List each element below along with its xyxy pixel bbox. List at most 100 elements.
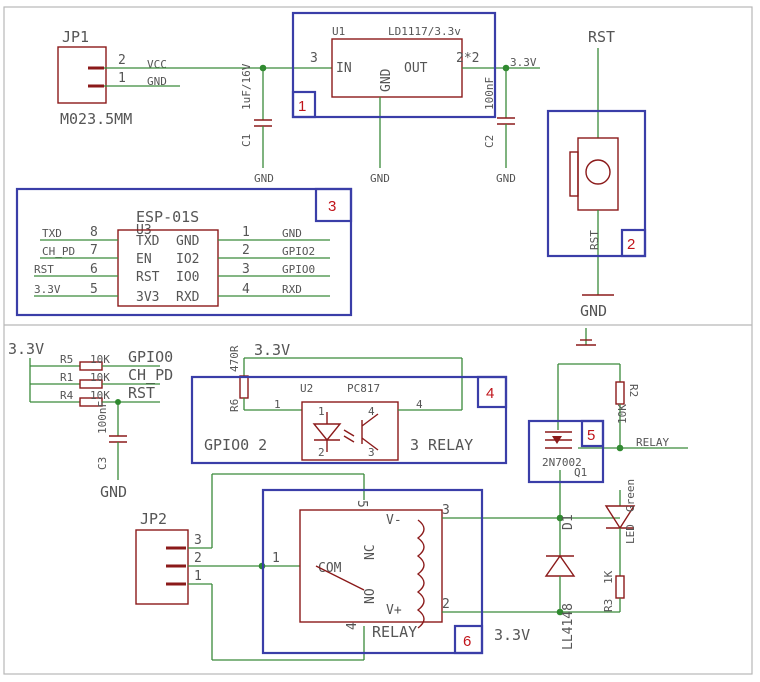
annotation-5: 5 — [587, 427, 595, 444]
relay-pin1: 1 — [272, 551, 280, 566]
capacitor-c3: C3 100nF GND — [96, 399, 127, 501]
annotation-box-6: 6 — [261, 488, 484, 655]
esp01s-module: ESP-01S U3 TXD CH_PD RST 3.3V 8 7 6 5 TX… — [34, 208, 330, 307]
r2-value: 10K — [616, 404, 629, 424]
relay-3v3-label: 3.3V — [494, 626, 530, 644]
relay-com: COM — [318, 561, 342, 576]
relay-k1: 1 COM NC NO 5 4 V- V+ 3 2 RELAY 3.3V — [272, 500, 530, 644]
rst-top-label: RST — [588, 28, 615, 46]
capacitor-c1: C1 1uF/16V GND — [240, 63, 274, 185]
jp1-pin1: 1 — [118, 71, 126, 86]
c2-gnd: GND — [496, 172, 516, 185]
u2-pin1-outer: 1 — [274, 398, 281, 411]
u3-rst: RST — [136, 270, 160, 285]
opto-3v3-label: 3.3V — [254, 341, 290, 359]
u3-pin1: 1 — [242, 225, 250, 240]
u2-part: PC817 — [347, 382, 380, 395]
led-color: Green — [624, 479, 637, 512]
u3-io0: IO0 — [176, 270, 199, 285]
v33-label: 3.3V — [510, 56, 537, 69]
net-3v3: 3.3V — [34, 283, 61, 296]
rst-gnd: GND — [580, 302, 607, 320]
relay-pin4: 4 — [345, 622, 360, 630]
net-rxd: RXD — [282, 283, 302, 296]
relay-no: NO — [363, 588, 378, 604]
capacitor-c2: C2 100nF GND — [483, 68, 516, 185]
jp1-package-label: M023.5MM — [60, 110, 132, 128]
opto-relay-pin3: 3 RELAY — [410, 436, 473, 454]
rst-pin-label: RST — [588, 230, 601, 250]
jp1-connector: JP1 2 1 VCC GND M023.5MM — [57, 28, 167, 128]
u2-pin1: 1 — [318, 405, 325, 418]
u3-pin3: 3 — [242, 262, 250, 277]
jp2-pin1: 1 — [194, 569, 202, 584]
u1-gnd-net: GND — [370, 172, 390, 185]
u2-pin4-outer: 4 — [416, 398, 423, 411]
annotation-box-3: 3 — [15, 187, 353, 317]
u3-pin5: 5 — [90, 282, 98, 297]
net-rst: RST — [34, 263, 54, 276]
annotation-3: 3 — [328, 198, 336, 215]
u1-out: OUT — [404, 61, 428, 76]
jp1-label: JP1 — [62, 28, 89, 46]
r6-value: 470R — [228, 345, 241, 372]
optocoupler-u2: 3.3V R6 470R 1 U2 PC817 1 2 4 3 4 GPIO0 … — [204, 341, 473, 461]
relay-vplus: V+ — [386, 603, 402, 618]
jp2-pin3: 3 — [194, 533, 202, 548]
c2-value: 100nF — [483, 77, 496, 110]
pullup-3v3-label: 3.3V — [8, 340, 44, 358]
u3-txd: TXD — [136, 234, 160, 249]
mosfet-q1: R2 10K RELAY 2N7002 Q1 — [542, 328, 688, 518]
esp-title: ESP-01S — [136, 208, 199, 226]
relay-pin5: 5 — [354, 500, 369, 508]
reset-button-symbol: RST RST GND — [569, 28, 619, 320]
annotation-box-2: 2 — [546, 109, 647, 258]
d1-part: LL4148 — [561, 603, 576, 650]
u1-pin2: 2*2 — [456, 51, 479, 66]
net-txd: TXD — [42, 227, 62, 240]
opto-gpio0-pin2: GPIO0 2 — [204, 436, 267, 454]
u3-pin8: 8 — [90, 225, 98, 240]
pullup-gpio0: GPIO0 — [128, 348, 173, 366]
c3-label: C3 — [96, 457, 109, 470]
annotation-box-1: 1 — [291, 11, 497, 119]
d1-label: D1 — [561, 514, 576, 530]
led-green: LED Green R3 1K — [602, 479, 637, 612]
u1-part: LD1117/3.3v — [388, 25, 461, 38]
u3-pin2: 2 — [242, 243, 250, 258]
c1-value: 1uF/16V — [240, 63, 253, 110]
annotation-2: 2 — [627, 236, 635, 253]
u3-pin6: 6 — [90, 262, 98, 277]
q1-label: Q1 — [574, 466, 587, 479]
net-gpio2: GPIO2 — [282, 245, 315, 258]
u3-pin7: 7 — [90, 243, 98, 258]
pullup-chpd: CH_PD — [128, 366, 173, 384]
q1-part: 2N7002 — [542, 456, 582, 469]
jp2-connector: JP2 3 2 1 — [135, 510, 202, 605]
u1-pin3: 3 — [310, 51, 318, 66]
c3-gnd: GND — [100, 483, 127, 501]
r4-label: R4 — [60, 389, 74, 402]
r1-value: 10K — [90, 371, 110, 384]
annotation-box-5: 5 — [527, 419, 605, 484]
u2-pin4: 4 — [368, 405, 375, 418]
net-chpd: CH_PD — [42, 245, 75, 258]
r3-label: R3 — [602, 599, 615, 612]
annotation-box-4: 4 — [190, 375, 508, 465]
u3-pin4: 4 — [242, 282, 250, 297]
annotation-4: 4 — [486, 385, 494, 402]
r1-label: R1 — [60, 371, 73, 384]
jp1-pin2: 2 — [118, 53, 126, 68]
net-gpio0: GPIO0 — [282, 263, 315, 276]
annotation-6: 6 — [463, 633, 471, 650]
net-gnd-esp: GND — [282, 227, 302, 240]
relay-nc: NC — [363, 544, 378, 560]
frame-outer — [3, 6, 753, 675]
c1-label: C1 — [240, 134, 253, 147]
jp2-pin2: 2 — [194, 551, 202, 566]
led-label: LED — [624, 524, 637, 544]
jp1-vcc-label: VCC — [147, 58, 167, 71]
u2-label: U2 — [300, 382, 313, 395]
pullup-resistors: 3.3V R5 R1 R4 10K 10K 10K GPIO0 CH_PD RS… — [8, 340, 173, 407]
